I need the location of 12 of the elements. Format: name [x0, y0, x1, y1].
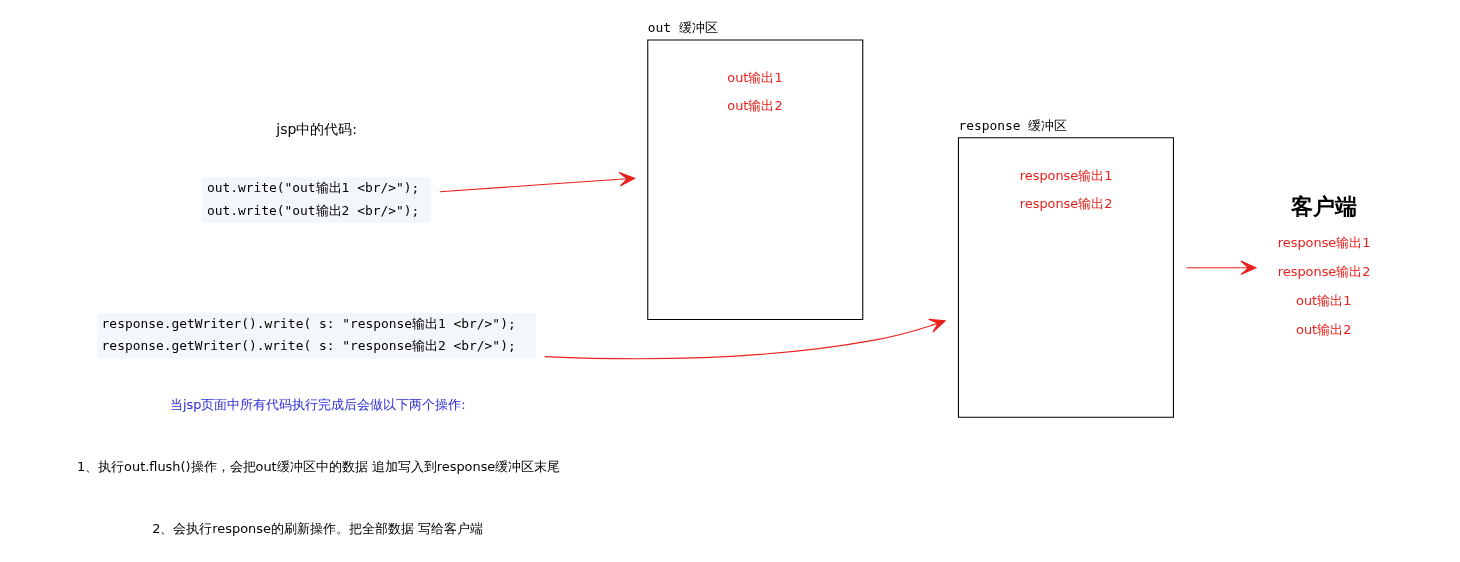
label: 2、会执行response的刷新操作。把全部数据 写给客户端	[152, 521, 484, 537]
label: jsp中的代码:	[276, 120, 358, 137]
node-text: 客户端 response输出1 response输出2 out输出1 out输出2	[1277, 194, 1371, 338]
node-box: response输出1 response输出2	[957, 137, 1174, 418]
arrow	[439, 172, 636, 193]
node-label: out 缓冲区	[647, 19, 718, 35]
node-box: out输出1 out输出2	[647, 39, 864, 320]
label: 当jsp页面中所有代码执行完成后会做以下两个操作:	[169, 396, 466, 412]
arrow	[544, 318, 946, 360]
label: 1、执行out.flush()操作，会把out缓冲区中的数据 追加写入到response缓冲区末尾	[76, 459, 561, 475]
arrow	[1186, 260, 1257, 276]
node-label: response 缓冲区	[958, 117, 1068, 133]
